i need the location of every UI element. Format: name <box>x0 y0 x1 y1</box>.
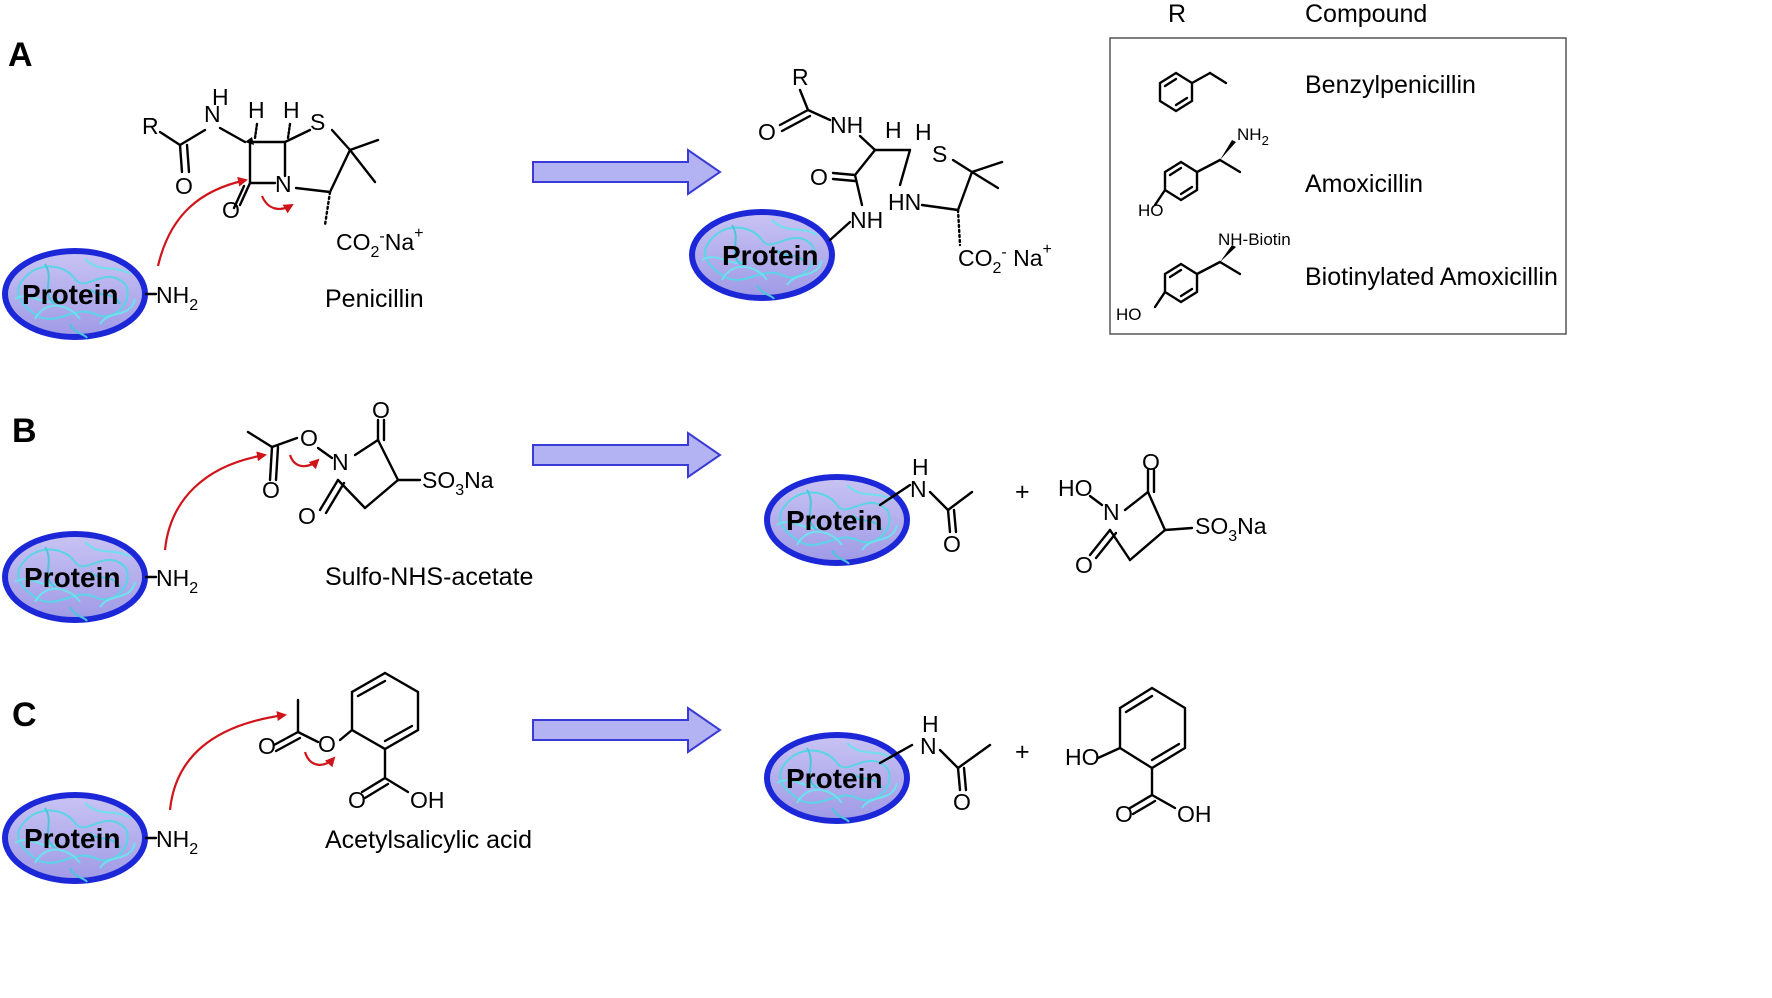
svg-text:HN: HN <box>888 189 921 215</box>
svg-text:N: N <box>920 733 937 759</box>
acetylsalicylic-acid-structure: O O O OH Acetylsalicylic acid <box>258 671 532 854</box>
svg-text:NH: NH <box>850 207 883 233</box>
protein-label: Protein <box>22 279 118 310</box>
svg-text:N: N <box>1103 499 1120 525</box>
so3na-label: SO3Na <box>422 467 494 499</box>
penicillin-h3: H <box>283 97 300 123</box>
svg-text:O: O <box>953 789 971 815</box>
penicillin-protein-adduct: Protein R O NH H O NH H S HN <box>692 64 1052 299</box>
reaction-arrow-c <box>532 707 721 753</box>
svg-text:H: H <box>212 84 229 110</box>
svg-text:H: H <box>915 119 932 145</box>
svg-text:O: O <box>758 119 776 145</box>
svg-text:HO: HO <box>1116 305 1142 324</box>
svg-text:NH2: NH2 <box>1237 125 1269 148</box>
protein-a-reactant: Protein NH2 <box>5 251 198 338</box>
svg-text:O: O <box>298 503 316 529</box>
svg-text:R: R <box>792 64 809 90</box>
svg-text:OH: OH <box>410 787 445 813</box>
nucleophilic-attack-arrow-a <box>156 176 248 267</box>
penicillin-co2: CO2-Na+ <box>336 225 423 261</box>
ring-opening-arrow-a <box>260 195 294 214</box>
svg-text:Protein: Protein <box>24 823 120 854</box>
svg-text:O: O <box>258 733 276 759</box>
plus-b: + <box>1015 478 1030 506</box>
svg-text:Protein: Protein <box>786 505 882 536</box>
sulfo-nhs-acetate-structure: O O N O O SO3Na Sulfo-NHS-acetate <box>246 397 533 591</box>
penicillin-structure: R O N H N H H O S <box>142 84 424 313</box>
amine-label-c: NH2 <box>156 826 198 858</box>
panel-label-b: B <box>12 412 37 450</box>
sulfo-nhs-byproduct: HO N O O SO3Na <box>1058 449 1267 578</box>
reaction-arrow-b <box>532 432 721 478</box>
svg-text:S: S <box>932 141 947 167</box>
svg-text:H: H <box>248 97 265 123</box>
amine-label: NH2 <box>156 282 198 314</box>
svg-text:O: O <box>1115 801 1133 827</box>
svg-text:HO: HO <box>1065 744 1100 770</box>
svg-text:H: H <box>922 711 939 737</box>
r-group-table: R Compound Benzylpenicillin <box>1109 0 1567 335</box>
svg-text:HO: HO <box>1138 201 1164 220</box>
sulfo-name: Sulfo-NHS-acetate <box>325 563 533 591</box>
acetylated-protein-b: Protein H N O <box>767 454 974 564</box>
panel-c: Protein NH2 O O O OH Acetylsalicylic aci… <box>5 671 1212 882</box>
svg-text:Protein: Protein <box>722 240 818 271</box>
svg-text:NH: NH <box>830 112 863 138</box>
table-row-biotinylated-amoxicillin: Biotinylated Amoxicillin <box>1305 263 1558 291</box>
penicillin-name: Penicillin <box>325 285 424 313</box>
salicylic-acid-byproduct: HO O OH <box>1065 686 1212 827</box>
panel-a: Protein NH2 R O N H N H H <box>5 0 1567 338</box>
table-header-compound: Compound <box>1305 0 1427 28</box>
svg-text:O: O <box>318 731 336 757</box>
panel-label-a: A <box>8 36 33 74</box>
biotinylated-amoxicillin-structure: HO NH-Biotin <box>1116 230 1291 324</box>
svg-text:H: H <box>912 454 929 480</box>
svg-text:N: N <box>910 476 927 502</box>
svg-text:O: O <box>222 197 240 223</box>
svg-text:R: R <box>142 113 159 139</box>
table-header-r: R <box>1168 0 1186 28</box>
svg-text:SO3Na: SO3Na <box>1195 513 1267 545</box>
reaction-arrow-a <box>532 149 721 195</box>
table-box <box>1109 37 1567 335</box>
penicillin-n: N <box>204 101 221 127</box>
panel-label-c: C <box>12 696 37 734</box>
svg-text:O: O <box>300 425 318 451</box>
svg-text:O: O <box>1142 449 1160 475</box>
svg-text:N: N <box>275 171 292 197</box>
acetylated-protein-c: Protein H N O <box>767 711 992 822</box>
nucleophilic-attack-arrow-c <box>168 711 287 811</box>
svg-text:HO: HO <box>1058 475 1093 501</box>
product-co2: CO2- Na+ <box>958 241 1052 277</box>
table-row-benzylpenicillin: Benzylpenicillin <box>1305 71 1476 99</box>
plus-c: + <box>1015 738 1030 766</box>
svg-text:O: O <box>372 397 390 423</box>
svg-text:Protein: Protein <box>24 562 120 593</box>
svg-text:O: O <box>810 164 828 190</box>
leaving-group-arrow-b <box>288 454 320 470</box>
nucleophilic-attack-arrow-b <box>163 451 267 551</box>
svg-text:N: N <box>332 449 349 475</box>
leaving-group-arrow-c <box>303 751 336 768</box>
svg-text:NH-Biotin: NH-Biotin <box>1218 230 1291 249</box>
svg-text:O: O <box>175 173 193 199</box>
amine-label-b: NH2 <box>156 565 198 597</box>
table-row-amoxicillin: Amoxicillin <box>1305 170 1423 198</box>
svg-text:Protein: Protein <box>786 763 882 794</box>
amoxicillin-structure: HO NH2 <box>1138 125 1269 220</box>
svg-text:O: O <box>943 531 961 557</box>
svg-text:H: H <box>885 117 902 143</box>
svg-text:O: O <box>1075 552 1093 578</box>
panel-b: Protein NH2 O O N O O SO3Na Sulfo-NHS-ac… <box>5 397 1267 621</box>
svg-text:O: O <box>348 787 366 813</box>
benzyl-structure <box>1158 71 1228 113</box>
svg-text:OH: OH <box>1177 801 1212 827</box>
svg-text:O: O <box>262 477 280 503</box>
svg-text:S: S <box>310 109 325 135</box>
aspirin-name: Acetylsalicylic acid <box>325 826 532 854</box>
